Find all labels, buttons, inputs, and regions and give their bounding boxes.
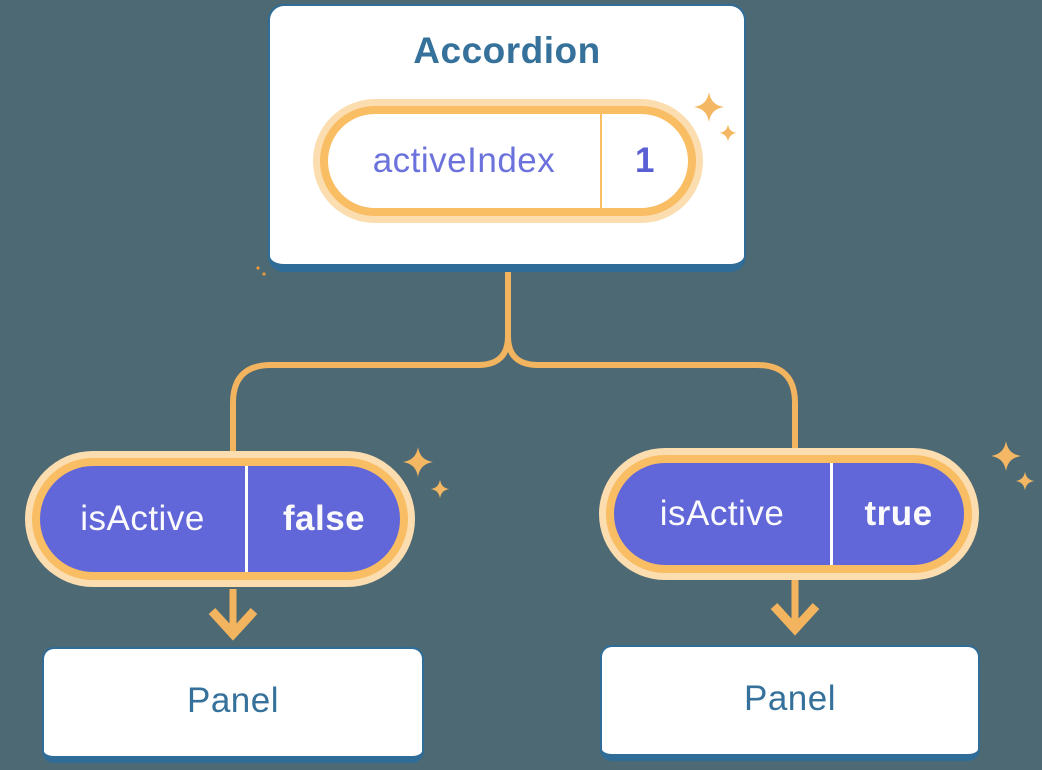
arrow-left-head [208, 607, 258, 641]
speck-dot [262, 272, 266, 276]
prop-pill-label: isActive [80, 499, 205, 538]
state-pill-label: activeIndex [372, 141, 556, 180]
accordion-card: Accordion activeIndex 1 [268, 4, 746, 272]
arrow-right-head [770, 602, 820, 636]
prop-pill-label: isActive [659, 494, 785, 533]
panel-label: Panel [743, 678, 837, 718]
pill-divider [600, 114, 602, 208]
prop-pill-value: false [282, 499, 366, 538]
connector-accordion-to-right-pill [505, 268, 798, 462]
prop-pill-isactive-true: isActive true [606, 455, 972, 573]
prop-pill-isactive-false: isActive false [32, 458, 408, 580]
panel-card-left: Panel [42, 647, 424, 763]
panel-card-right: Panel [600, 645, 980, 761]
speck-dot [256, 266, 260, 270]
prop-pill-value: true [864, 494, 933, 533]
connector-accordion-to-left-pill [230, 268, 511, 466]
accordion-title: Accordion [413, 30, 601, 71]
pill-divider [830, 463, 833, 565]
panel-label: Panel [186, 680, 280, 720]
pill-divider [245, 466, 248, 572]
state-pill-value: 1 [635, 141, 655, 180]
state-pill-activeindex: activeIndex 1 [320, 106, 696, 216]
